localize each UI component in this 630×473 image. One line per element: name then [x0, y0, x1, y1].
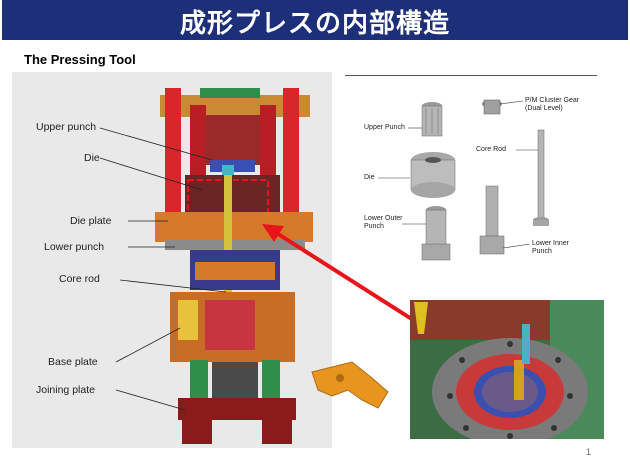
rlabel-cluster-gear-line2: (Dual Level)	[525, 105, 563, 112]
lower-left-column	[190, 360, 208, 410]
label-core-rod: Core rod	[59, 273, 100, 285]
lower-body	[212, 362, 258, 400]
title-band	[2, 0, 628, 40]
die-plate	[155, 212, 313, 242]
rlabel-core-rod: Core Rod	[476, 146, 506, 153]
rlabel-upper-punch: Upper Punch	[364, 124, 405, 131]
label-die-plate: Die plate	[70, 215, 112, 227]
orange-bracket-part	[311, 361, 389, 409]
highlight-arrow-head	[262, 224, 284, 242]
die-closeup-inset	[410, 300, 604, 439]
upper-punch-block	[205, 115, 260, 165]
rlabel-lower-inner-line1: Lower Inner	[532, 240, 569, 247]
base-yellow-block	[178, 300, 198, 340]
lower-punch-plate	[165, 240, 305, 250]
die-block	[185, 175, 280, 213]
top-green-cap	[200, 88, 260, 98]
rlabel-lower-inner-line2: Punch	[532, 248, 552, 255]
label-joining-plate: Joining plate	[36, 384, 95, 396]
joining-foot-left	[182, 418, 212, 444]
rlabel-lower-outer: Lower Outer Punch	[364, 215, 403, 231]
rlabel-cluster-gear: P/M Cluster Gear (Dual Level)	[525, 97, 579, 113]
rlabel-lower-outer-line1: Lower Outer	[364, 215, 403, 222]
page-number: 1	[586, 447, 592, 457]
base-core	[205, 300, 255, 350]
joining-plate	[178, 398, 296, 420]
rlabel-lower-inner: Lower Inner Punch	[532, 240, 569, 256]
rlabel-cluster-gear-line1: P/M Cluster Gear	[525, 97, 580, 104]
label-base-plate: Base plate	[48, 356, 98, 368]
mid-orange	[195, 262, 275, 280]
page-title: 成形プレスの内部構造	[179, 9, 450, 39]
label-die: Die	[84, 152, 100, 164]
divider-line	[345, 75, 597, 76]
label-upper-punch: Upper punch	[36, 121, 97, 133]
title-bar: 成形プレスの内部構造	[0, 0, 630, 40]
rlabel-die: Die	[364, 174, 375, 181]
die-closeup-render	[410, 300, 604, 439]
joining-foot-right	[262, 418, 292, 444]
exploded-tooling	[378, 99, 549, 261]
leader-lines	[99, 127, 227, 411]
left-column	[165, 88, 181, 228]
rlabel-lower-outer-line2: Punch	[364, 223, 384, 230]
section-subtitle: The Pressing Tool	[24, 52, 136, 67]
lower-right-column	[262, 360, 280, 410]
highlight-arrow	[273, 230, 420, 325]
label-lower-punch: Lower punch	[44, 241, 105, 253]
core-rod-top	[222, 165, 234, 175]
right-column	[283, 88, 299, 228]
bracket-hole	[336, 374, 344, 382]
